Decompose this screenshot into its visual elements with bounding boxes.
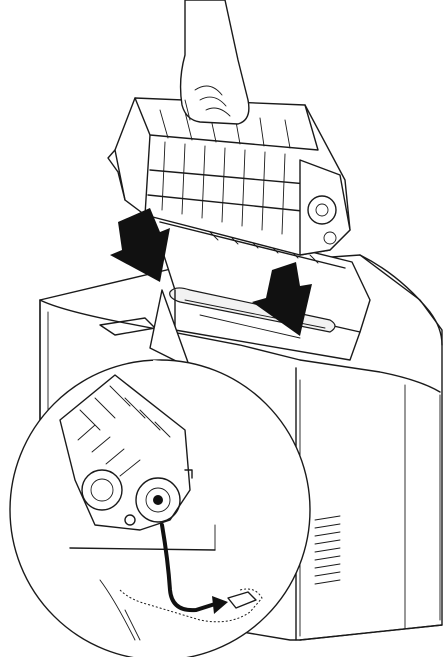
hand [181,0,249,124]
